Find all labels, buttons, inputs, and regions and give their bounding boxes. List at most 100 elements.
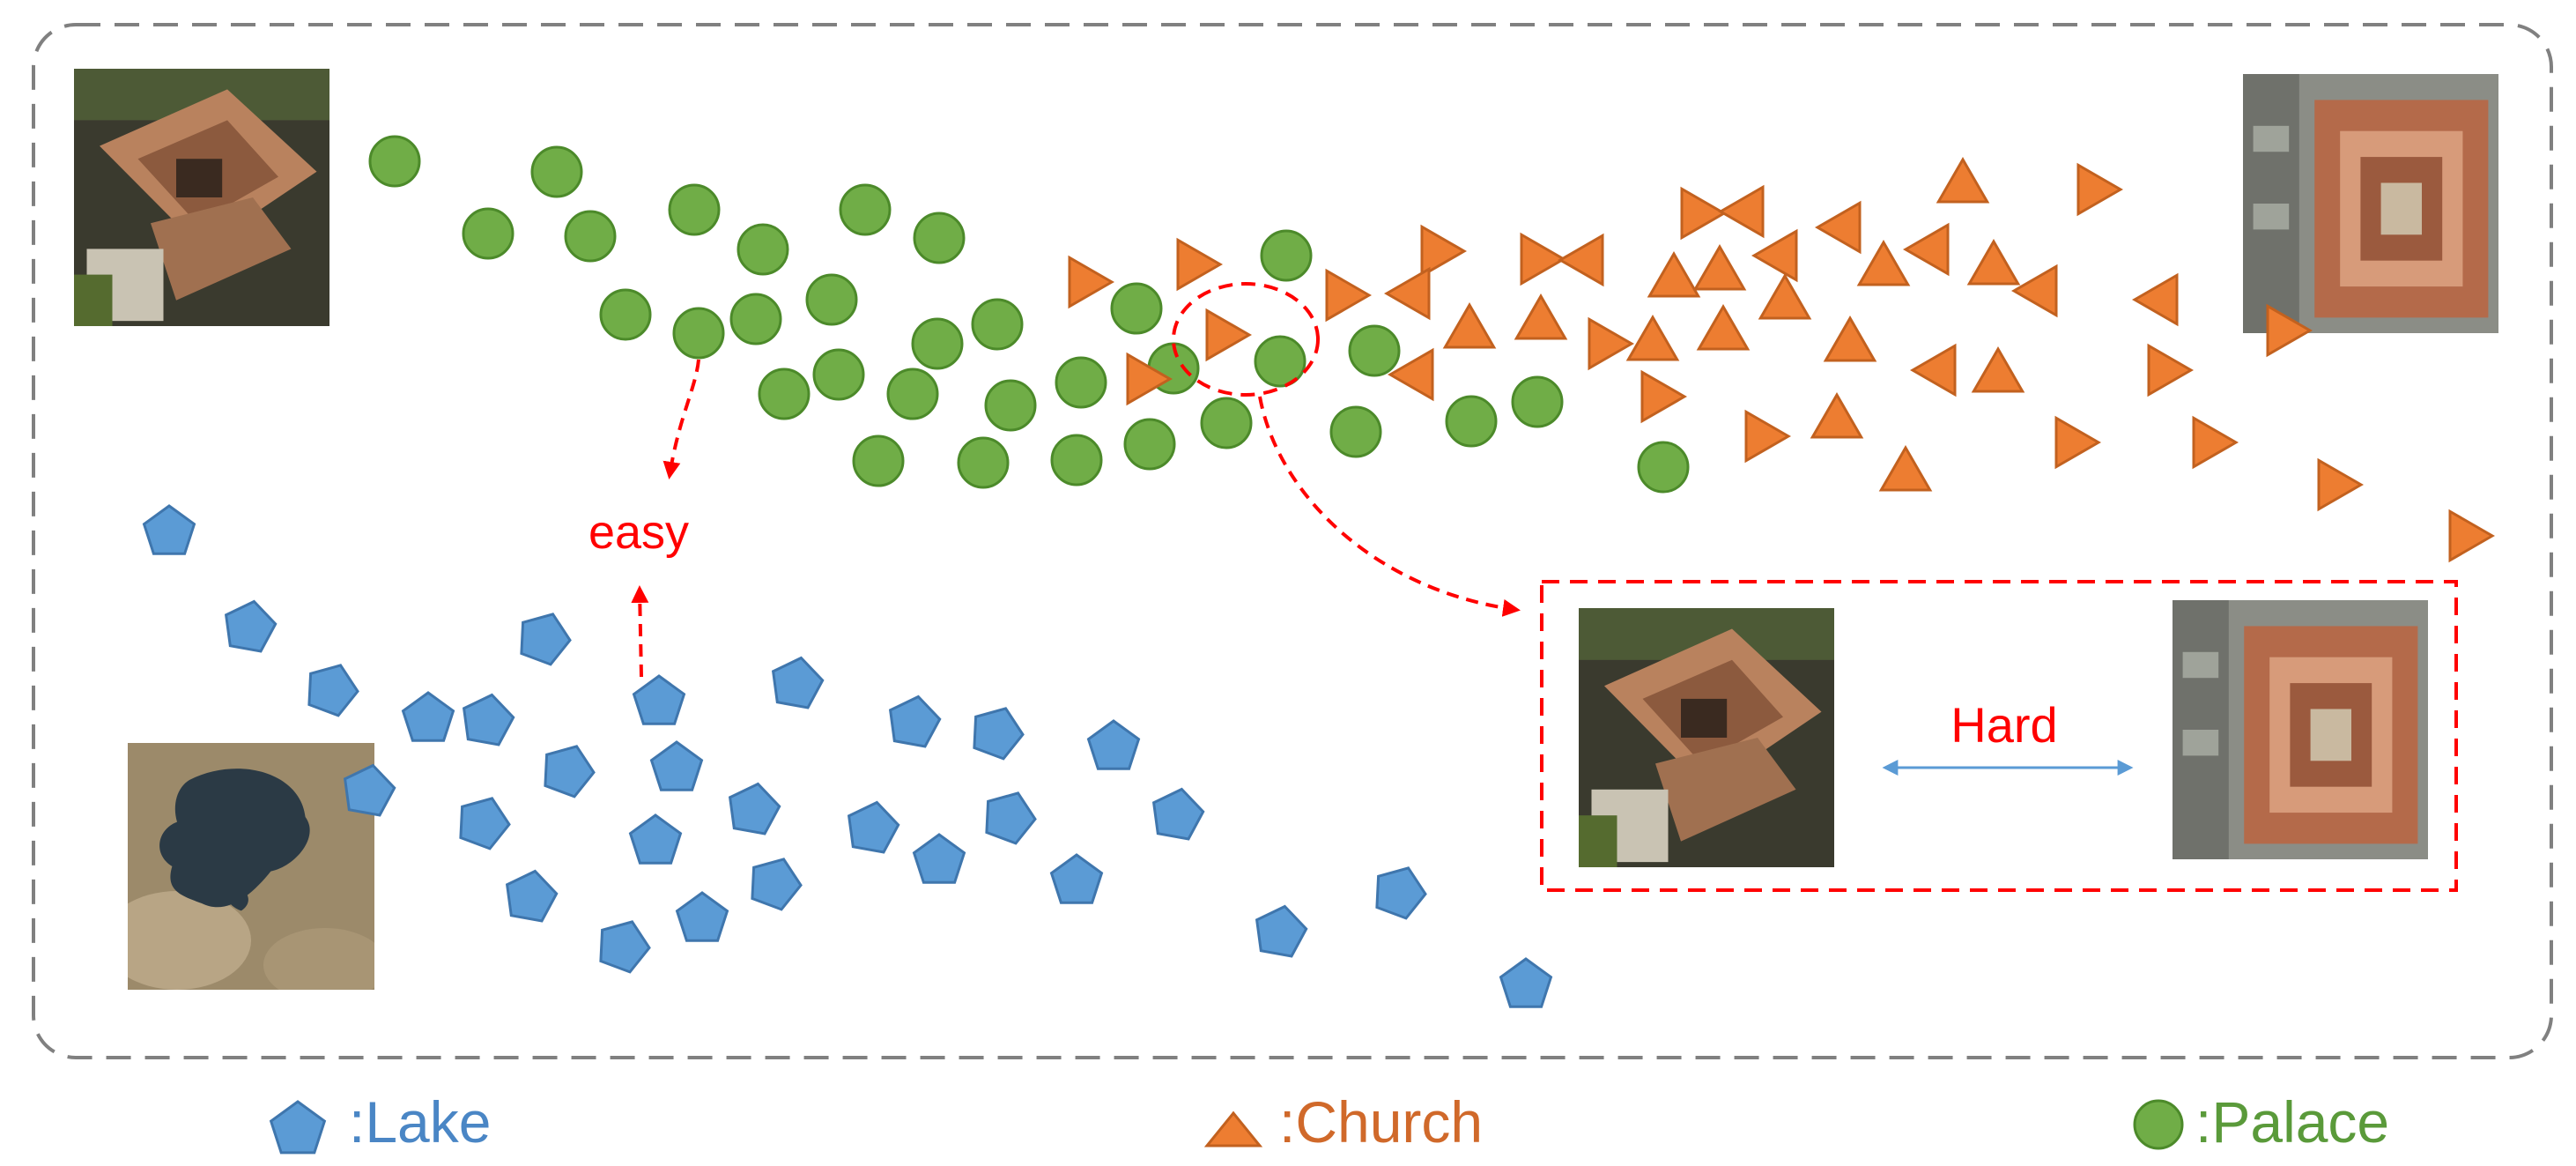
legend: :Lake :Church :Palace [269, 1089, 2389, 1155]
palace-point [599, 288, 652, 341]
church-point [1810, 391, 1864, 439]
lake-point [1151, 787, 1205, 841]
church-sample-image [2243, 74, 2498, 333]
palace-point [913, 212, 966, 264]
church-point [1588, 316, 1635, 371]
church-point [1966, 238, 2021, 286]
legend-palace-label: :Palace [2195, 1089, 2389, 1155]
legend-palace-icon [2133, 1099, 2184, 1150]
legend-church-label: :Church [1279, 1089, 1483, 1155]
palace-point [368, 135, 421, 188]
lake-point [888, 694, 942, 748]
lake-point [847, 800, 900, 854]
lake-point [343, 763, 396, 817]
church-point [1971, 345, 2025, 393]
lake-point [912, 833, 966, 884]
legend-church-icon [1203, 1110, 1263, 1147]
lake-point [224, 599, 278, 653]
lake-point [649, 740, 704, 791]
church-point [2192, 415, 2239, 470]
legend-lake-label: :Lake [349, 1089, 491, 1155]
church-point [1625, 314, 1680, 361]
palace-point [805, 273, 858, 326]
lake-point [1499, 957, 1553, 1008]
church-point [1751, 228, 1798, 283]
church-point [2147, 343, 2195, 397]
palace-point [668, 183, 721, 236]
church-point [1856, 239, 1911, 286]
palace-point [852, 434, 905, 487]
lake-point [1375, 866, 1427, 920]
palace-point [1511, 375, 1564, 428]
palace-point [564, 210, 617, 263]
church-point [1758, 272, 1812, 320]
palace-points [368, 135, 1690, 494]
lake-point [1049, 853, 1104, 904]
church-point [1387, 347, 1434, 402]
lake-point [544, 745, 596, 798]
church-point [2010, 264, 2058, 318]
church-point [2076, 162, 2124, 217]
palace-point [729, 293, 782, 345]
easy-arrow-up [631, 585, 649, 678]
church-point [1692, 243, 1747, 291]
lake-point [628, 813, 683, 865]
lake-point [771, 656, 825, 709]
church-point [1126, 352, 1173, 406]
church-point [1696, 303, 1751, 351]
church-points [1068, 156, 2496, 563]
palace-point [758, 368, 811, 420]
church-point [1325, 268, 1373, 323]
easy-arrow-down [663, 359, 700, 479]
church-point [1068, 255, 1115, 309]
church-point [2054, 415, 2102, 470]
church-point [1383, 266, 1431, 321]
palace-point [1123, 418, 1176, 471]
palace-point [984, 379, 1037, 432]
palace-point [957, 436, 1010, 489]
church-point [1902, 222, 1950, 277]
lake-point [142, 504, 196, 555]
diagram-frame [32, 23, 2553, 1059]
lake-point [632, 674, 686, 725]
palace-point [812, 348, 865, 401]
hard-label: Hard [1951, 697, 2057, 753]
palace-point [1200, 397, 1253, 449]
palace-point [1348, 324, 1401, 377]
church-point [1205, 308, 1253, 362]
lake-point [751, 858, 803, 911]
church-point [1744, 409, 1792, 464]
church-point [2131, 272, 2179, 327]
palace-point [672, 307, 725, 360]
palace-sample-image [74, 69, 329, 326]
church-point [1823, 315, 1877, 362]
church-point [1936, 156, 1990, 204]
palace-point [839, 183, 892, 236]
church-point [1420, 224, 1468, 279]
easy-label: easy [588, 506, 689, 559]
lake-point [462, 693, 515, 746]
church-point [1909, 343, 1957, 397]
palace-point [1329, 405, 1382, 458]
lake-point [973, 707, 1025, 761]
lake-point [985, 791, 1037, 845]
church-point [1647, 250, 1701, 298]
church-point [1176, 237, 1224, 292]
lake-sample-image [128, 743, 374, 990]
church-point [1878, 444, 1933, 492]
palace-point [462, 207, 514, 260]
hard-pair-box [1540, 580, 2458, 892]
hard-palace-image [1579, 608, 1834, 867]
lake-point [459, 797, 511, 850]
palace-point [971, 298, 1024, 351]
legend-lake-icon [269, 1100, 327, 1155]
lake-point [1086, 719, 1141, 770]
palace-point [1445, 395, 1498, 448]
lake-point [520, 613, 572, 666]
hard-pointer-arrow [1258, 396, 1521, 617]
church-point [1717, 184, 1765, 239]
church-point [1520, 232, 1567, 286]
palace-point [911, 317, 964, 370]
lake-point [307, 664, 359, 717]
